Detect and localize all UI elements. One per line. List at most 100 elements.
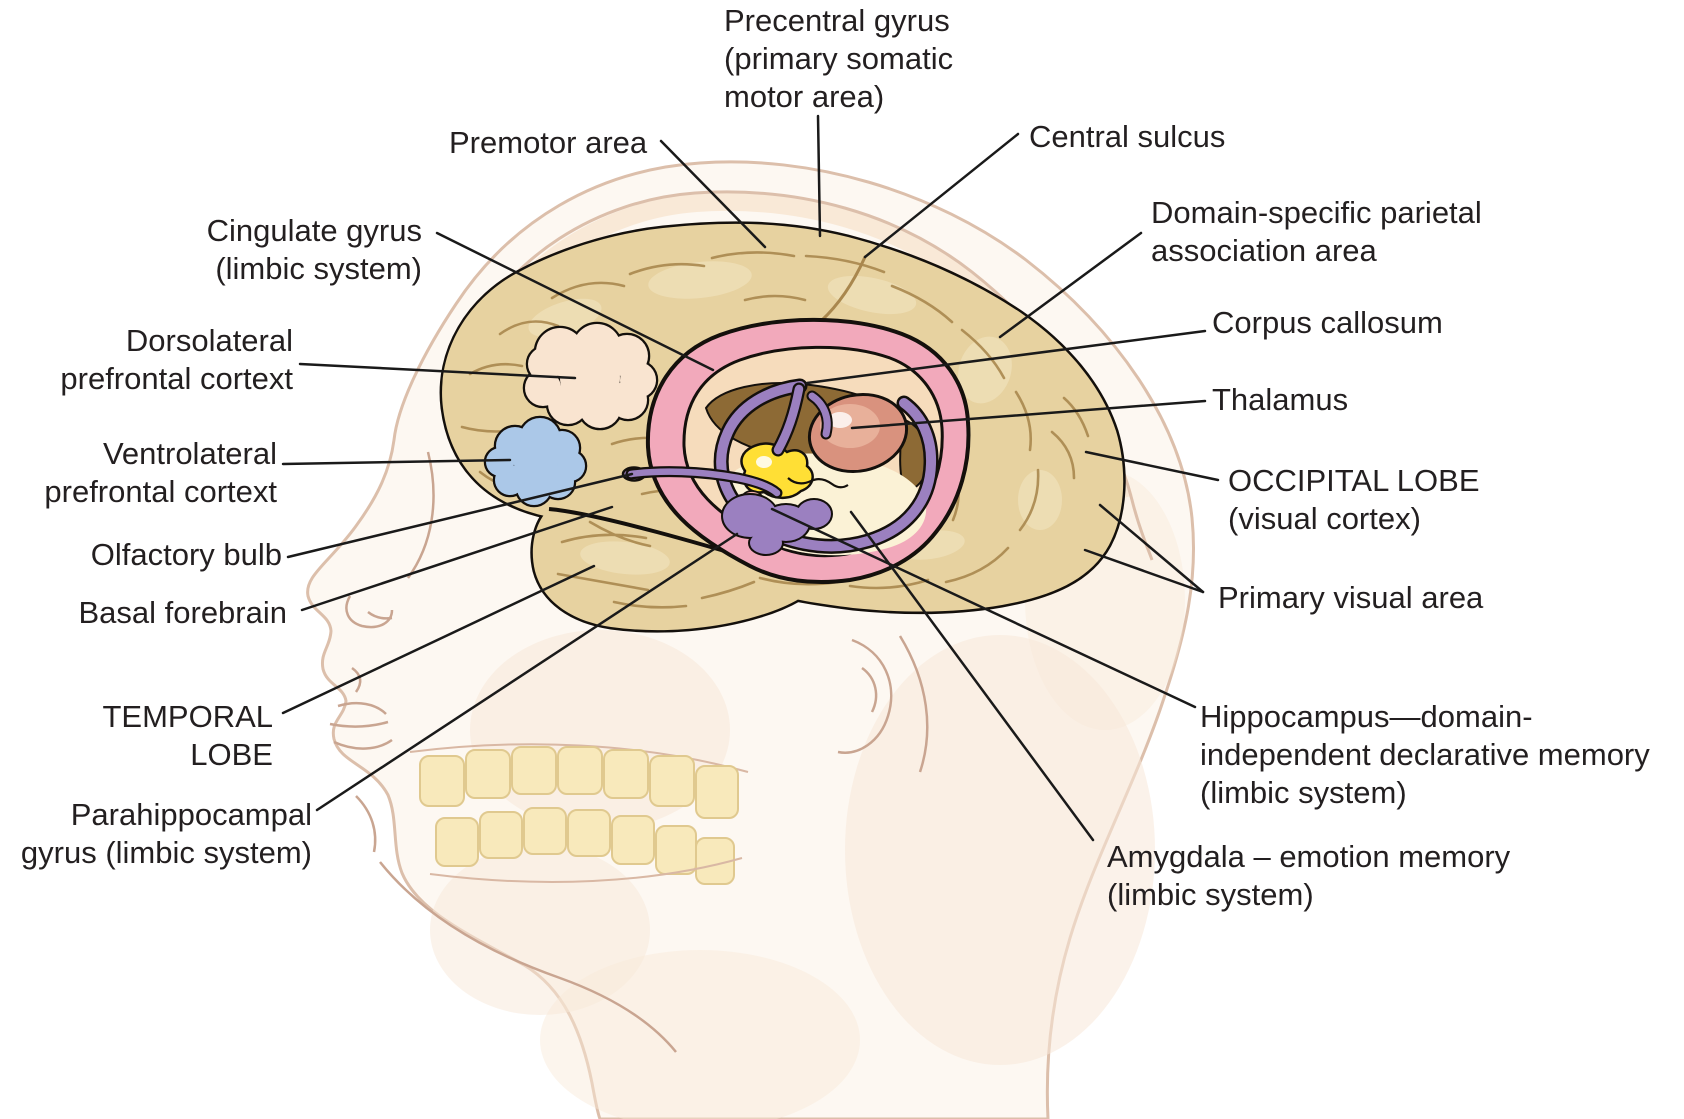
- label-line: OCCIPITAL LOBE: [1228, 463, 1480, 498]
- skull-arc: [460, 190, 1154, 561]
- tooth: [567, 809, 611, 857]
- label-olfactory-bulb: Olfactory bulb: [91, 536, 282, 574]
- tooth: [611, 815, 655, 865]
- label-parahippocampal-gyrus: Parahippocampal gyrus (limbic system): [21, 796, 312, 872]
- tooth: [511, 746, 557, 795]
- hypothalamus-highlight: [756, 456, 772, 468]
- label-line: TEMPORAL: [102, 699, 273, 734]
- label-amygdala: Amygdala – emotion memory (limbic system…: [1107, 838, 1510, 914]
- label-precentral-gyrus: Precentral gyrus (primary somatic motor …: [724, 2, 953, 116]
- chin-line: [355, 795, 377, 853]
- leader-hippocampus: [770, 507, 1197, 709]
- label-line: Central sulcus: [1029, 119, 1226, 154]
- leader-amygdala: [849, 510, 1095, 842]
- leader-basal-forebrain: [300, 505, 614, 612]
- central-sulcus-groove: [819, 255, 867, 323]
- label-domain-specific-parietal: Domain-specific parietal association are…: [1151, 194, 1482, 270]
- label-central-sulcus: Central sulcus: [1029, 118, 1225, 156]
- leader-central-sulcus: [863, 132, 1020, 259]
- label-line: association area: [1151, 233, 1377, 268]
- limbic-system: [621, 317, 971, 585]
- tooth: [603, 749, 649, 799]
- leader-temporal-lobe: [281, 564, 596, 715]
- label-line: Ventrolateral: [102, 436, 277, 471]
- label-line: Corpus callosum: [1212, 305, 1443, 340]
- label-line: LOBE: [190, 737, 273, 772]
- label-dorsolateral-prefrontal-cortex: Dorsolateral prefrontal cortext: [60, 322, 293, 398]
- label-primary-visual-area: Primary visual area: [1218, 579, 1483, 617]
- label-line: (primary somatic: [724, 41, 954, 76]
- leader-thalamus: [850, 399, 1207, 430]
- hypothalamic-squiggle: [787, 477, 849, 489]
- leader-premotor-area: [659, 139, 767, 249]
- leader-lines: [281, 114, 1220, 842]
- tooth: [649, 755, 695, 807]
- cloud-lobe-fill: [514, 441, 558, 485]
- label-line: (visual cortex): [1228, 501, 1421, 536]
- label-occipital-lobe: OCCIPITAL LOBE (visual cortex): [1228, 462, 1480, 538]
- label-line: gyrus (limbic system): [20, 835, 312, 870]
- upper-gum-line: [409, 743, 749, 773]
- label-line: Dorsolateral: [125, 323, 293, 358]
- leader-primary-visual-upper: [1098, 503, 1205, 594]
- label-line: Hippocampus—domain-: [1200, 699, 1533, 734]
- leader-domain-specific-parietal: [998, 231, 1143, 339]
- ear-outline: [837, 638, 893, 754]
- temporal-gyri-lines: [556, 520, 756, 609]
- label-line: independent declarative memory: [1200, 737, 1650, 772]
- label-line: prefrontal cortext: [44, 474, 277, 509]
- label-line: Thalamus: [1212, 382, 1349, 417]
- leader-dorsolateral-prefrontal: [298, 362, 577, 380]
- label-line: Basal forebrain: [78, 595, 287, 630]
- leader-cingulate-gyrus: [435, 231, 715, 372]
- leader-primary-visual-lower: [1083, 548, 1205, 594]
- label-line: Parahippocampal: [70, 797, 312, 832]
- leader-olfactory-bulb: [286, 472, 634, 559]
- cloud-lobe-fill: [486, 448, 514, 476]
- label-line: (limbic system): [1200, 775, 1407, 810]
- label-thalamus: Thalamus: [1212, 381, 1348, 419]
- tooth: [419, 755, 465, 807]
- leader-precentral-gyrus: [816, 114, 822, 238]
- neck-tint: [845, 635, 1155, 1065]
- cloud-lobe-fill: [528, 347, 562, 381]
- label-line: prefrontal cortext: [60, 361, 293, 396]
- tooth: [557, 746, 603, 795]
- label-line: (limbic system): [215, 251, 422, 286]
- label-line: Primary visual area: [1218, 580, 1484, 615]
- leader-ventrolateral-prefrontal: [281, 458, 512, 466]
- cortex-highlight: [1018, 470, 1062, 530]
- cortex-highlight: [958, 336, 1012, 404]
- label-ventrolateral-prefrontal-cortex: Ventrolateral prefrontal cortext: [44, 435, 277, 511]
- amygdala-blob-fill: [797, 500, 831, 528]
- teeth: [409, 743, 749, 885]
- temporal-lobe-shape-fill: [532, 508, 822, 631]
- chin-tint: [540, 950, 860, 1119]
- leader-occipital-lobe: [1084, 450, 1220, 482]
- lower-gum-line: [429, 857, 743, 883]
- upper-lip-line: [337, 702, 387, 715]
- label-line: Cingulate gyrus: [206, 213, 422, 248]
- fornix-hook-purple: [808, 392, 831, 438]
- amygdala-hippocampus-blobs: [721, 493, 833, 556]
- label-line: Precentral gyrus: [724, 3, 950, 38]
- label-line: Amygdala – emotion memory: [1107, 839, 1511, 874]
- label-line: motor area): [724, 79, 885, 114]
- label-line: Domain-specific parietal: [1151, 195, 1482, 230]
- olfactory-bulb-stalk: [621, 466, 783, 499]
- label-line: Premotor area: [449, 125, 648, 160]
- label-premotor-area: Premotor area: [449, 124, 647, 162]
- philtrum-line: [351, 666, 362, 693]
- olfactory-tract-purple: [627, 468, 781, 497]
- dorsolateral-prefrontal-cloud: [522, 321, 659, 431]
- nose-bridge-line: [406, 451, 435, 579]
- nostril-line: [367, 611, 393, 620]
- peach-cloud-fill: [525, 324, 656, 428]
- label-hippocampus: Hippocampus—domain- independent declarat…: [1200, 698, 1650, 812]
- fornix-loop-purple: [716, 381, 937, 552]
- cortex-highlight: [580, 541, 670, 575]
- skin-tints: [430, 470, 1185, 1119]
- cortex-highlight: [648, 261, 752, 299]
